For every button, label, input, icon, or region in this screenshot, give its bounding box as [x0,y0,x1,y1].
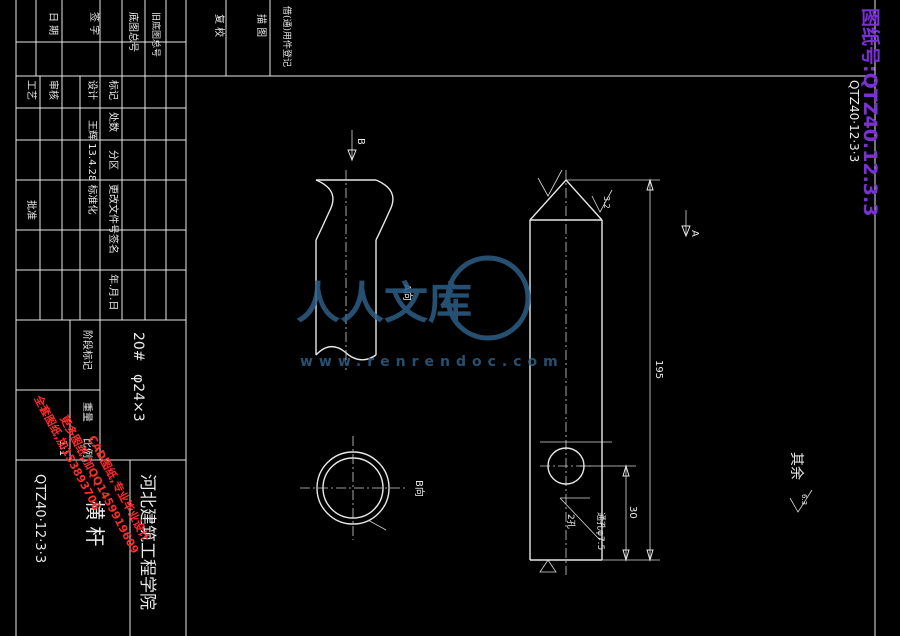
dim-hole: 30 [627,506,638,519]
cross-section-view [300,436,406,540]
part-code-bottom: QTZ40·12·3·3 [32,474,47,563]
rev-header-sign: 签名 [107,234,120,254]
institution: 河北建筑工程学院 [137,474,157,610]
col-label-trace: 描 图 [255,14,268,37]
roughness-note: 其余 [788,452,805,480]
scale-value: 1:1 [57,440,68,456]
revision-table [16,76,186,321]
stage-header: 阶段标记 [81,330,94,370]
row-design: 设计 [86,80,99,100]
section-b-label: B [355,138,366,145]
material: 20# [130,332,146,362]
col-label-borrow: 借(通)用件登记 [281,6,293,67]
section-a-label: A [689,230,700,237]
roughness-symbol [789,489,813,513]
col-label-sign: 签 字 [88,12,101,35]
tube-side-view [315,130,394,370]
watermark-url: www.renrendoc.com [300,354,564,370]
rev-header-count: 处数 [107,112,120,132]
rev-header-doc: 更改文件号 [107,184,120,234]
roughness-value: 6.3 [800,494,808,505]
approve-label: 批准 [25,200,38,220]
weight-label: 重量 [81,402,94,422]
view-label-a: A向 [401,284,414,301]
registration-block [16,0,186,77]
stock-size: φ24×3 [130,374,146,422]
col-label-old-base-no: 旧底图总号 [150,12,162,57]
view-label-b: B向 [413,480,426,497]
row-review: 审核 [47,80,60,100]
hole-sublabel: 2孔 [565,514,576,529]
dim-total: 195 [653,360,664,379]
col-label-date: 日 期 [47,12,59,35]
detail-value: 3.2 [602,196,611,209]
part-code-top: QTZ40·12·3·3 [847,80,861,162]
col-label-base-no: 底图总号 [127,12,140,52]
hole-label: 通孔φ7.5 [595,512,606,550]
rev-header-zone: 分区 [107,150,119,170]
side-drawing-number: 图纸号:QTZ40.12.3.3 [859,8,882,216]
watermark: 人人文库 www.renrendoc.com [296,255,564,370]
watermark-brand: 人人文库 [296,278,472,329]
scale-label: 比例 [81,438,94,458]
title-block-lower [15,320,186,636]
col-label-recheck: 复 校 [213,14,226,37]
design-info: 王辉 13.4.28 标准化 [86,120,99,215]
rev-header-date: 年.月.日 [107,274,120,310]
part-name: 横 杆 [83,500,107,546]
rev-header-mark: 标记 [107,80,119,100]
part-main-view [529,169,691,575]
row-process: 工艺 [25,80,37,100]
